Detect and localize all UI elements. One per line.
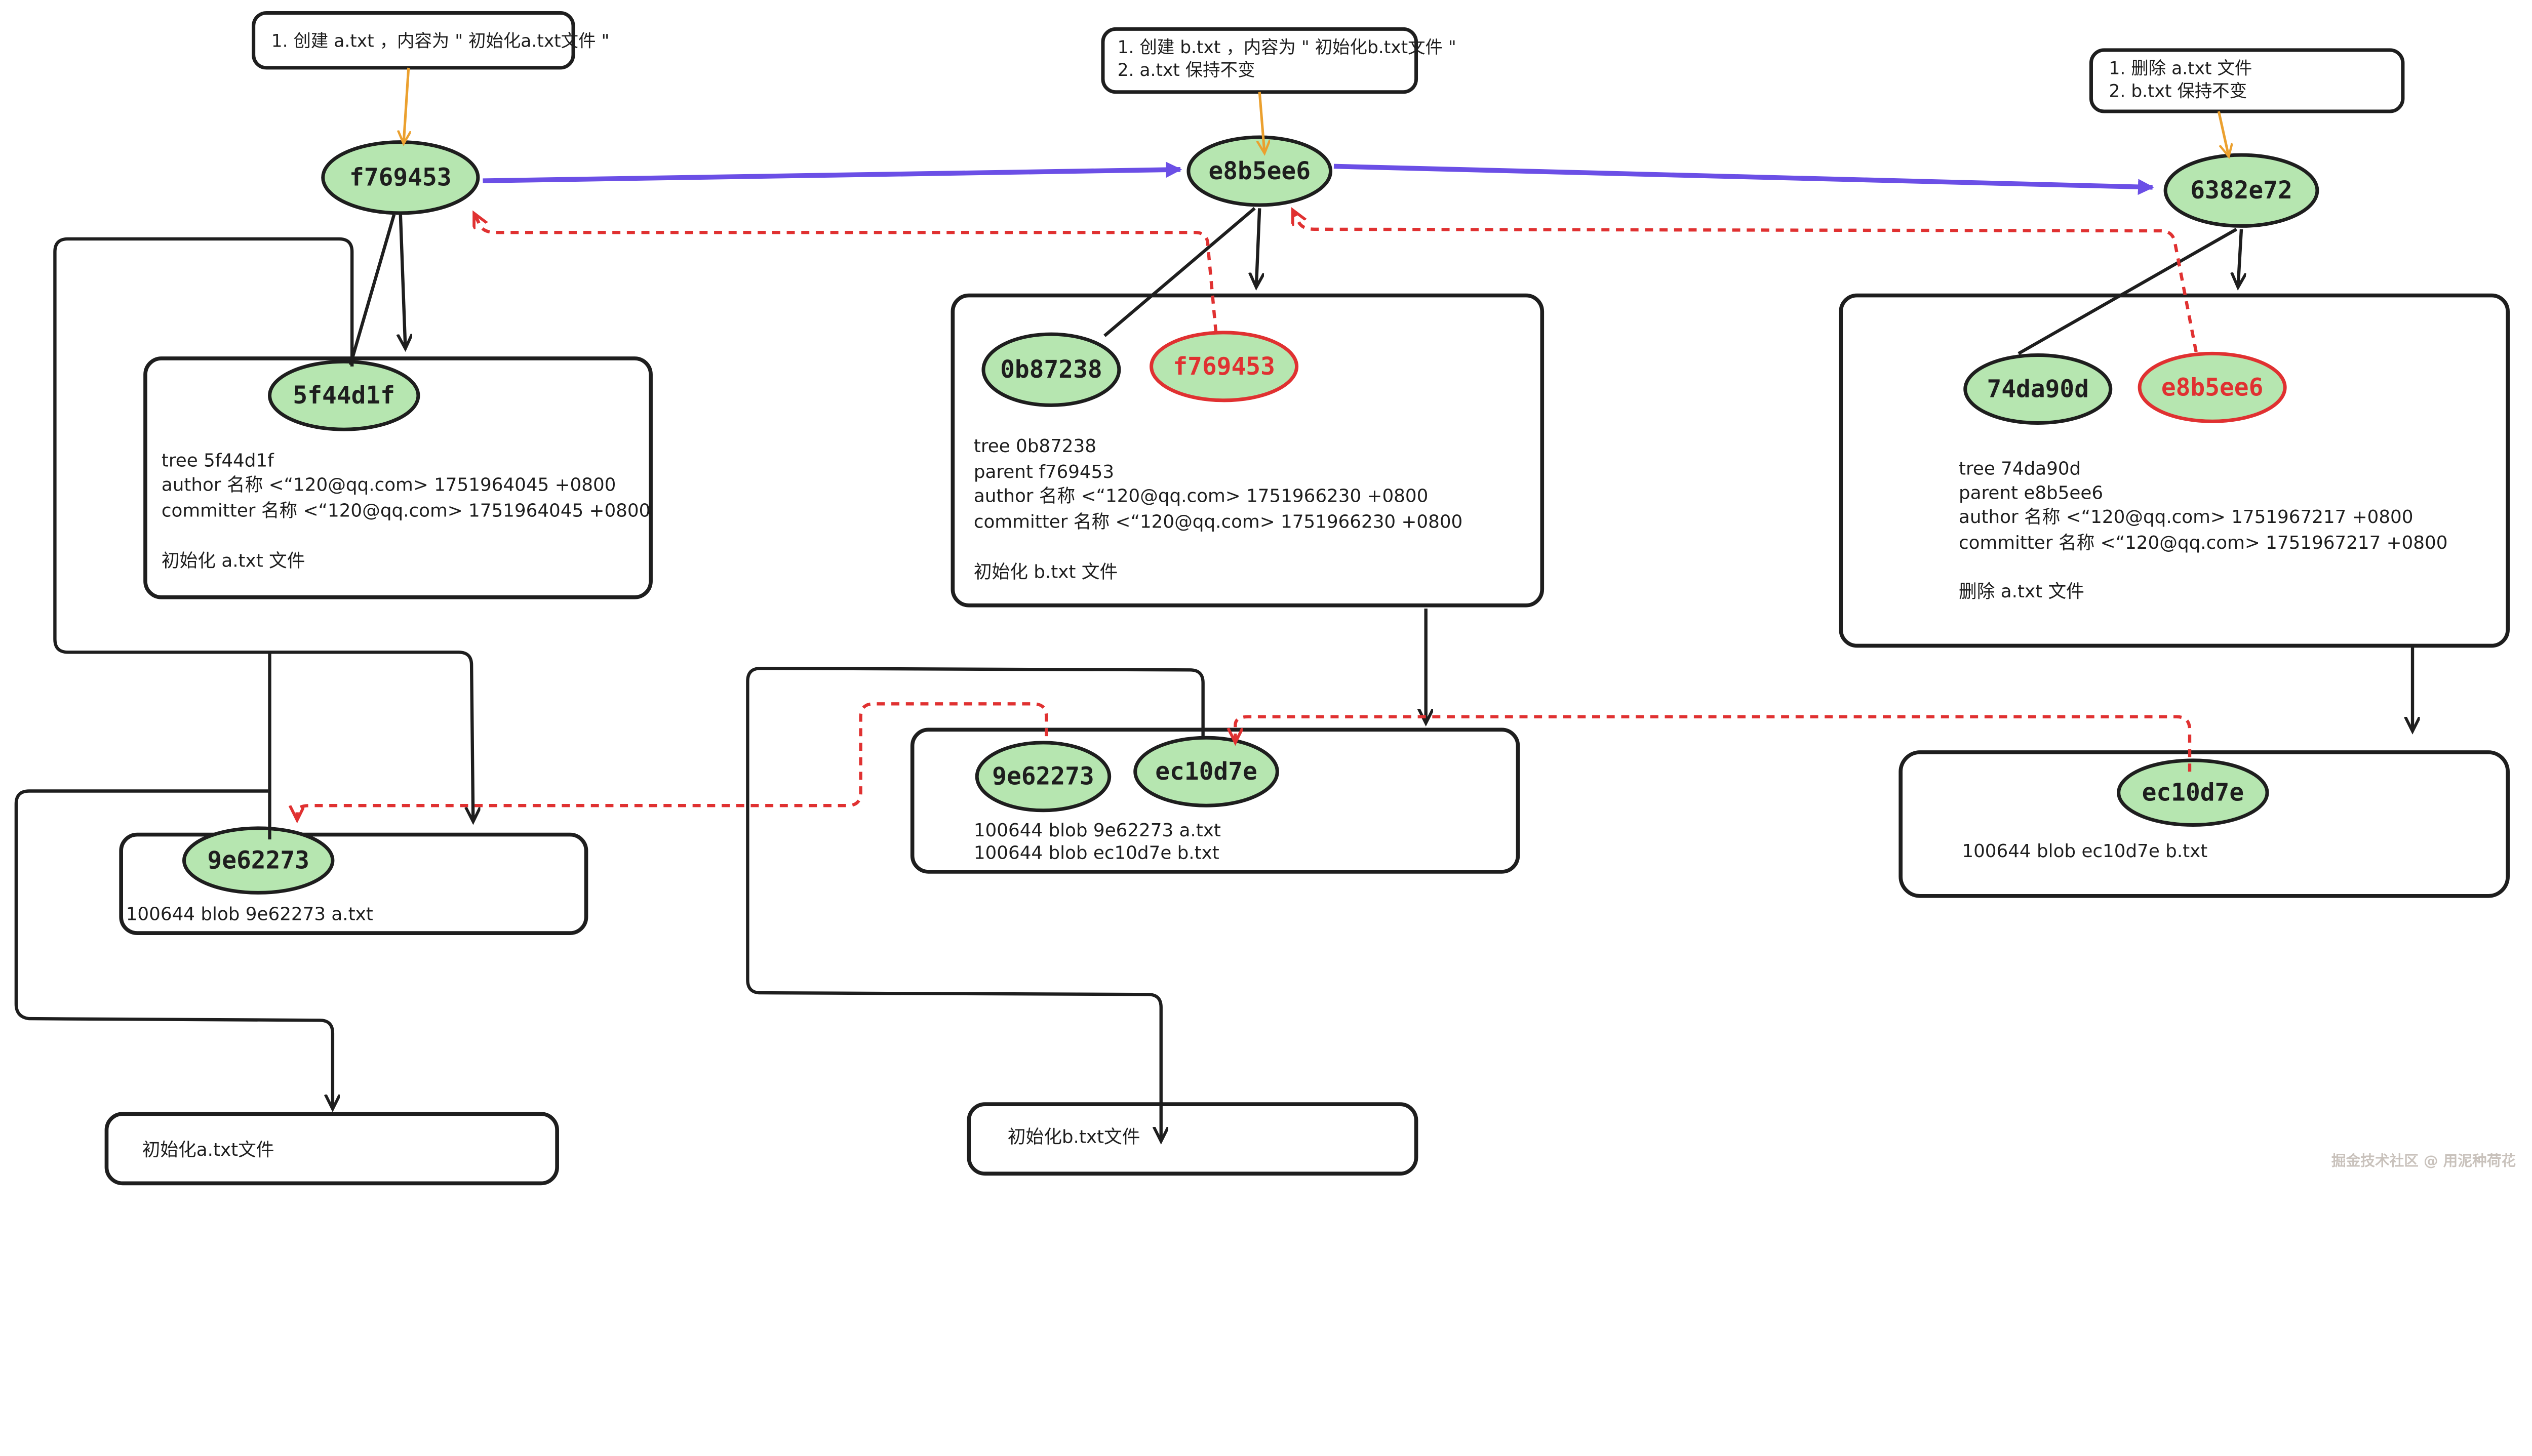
blob-b-content-box (967, 1102, 1418, 1176)
note-box (252, 11, 575, 70)
loop-blob-ec10d7e-to-content-b (746, 666, 1205, 1140)
commit2-details: tree 0b87238 parent f769453 author 名称 <“… (974, 436, 1462, 583)
commit-node-6382e72: 6382e72 (2163, 153, 2319, 228)
blob-b-content: 初始化b.txt文件 (1008, 1127, 1140, 1148)
git-objects-diagram: 1. 创建 a.txt ，内容为 " 初始化a.txt文件 " 1. 创建 b.… (14, 11, 2516, 1186)
blob-hash: ec10d7e (1155, 758, 1257, 786)
note-box (2089, 48, 2405, 113)
commit-line: parent f769453 (974, 462, 1114, 482)
line-e8b5ee6-to-commit2-box (1256, 208, 1259, 286)
tree-node-0b87238: 0b87238 (981, 332, 1121, 407)
commit-line: parent e8b5ee6 (1959, 482, 2103, 503)
blob-node-ec10d7e-right: ec10d7e (2117, 758, 2269, 827)
commit-line: author 名称 <“120@qq.com> 1751967217 +0800 (1959, 507, 2413, 528)
note1-arrow (404, 67, 409, 142)
commit-line: committer 名称 <“120@qq.com> 1751967217 +0… (1959, 533, 2447, 553)
note-line: 1. 创建 a.txt ，内容为 " 初始化a.txt文件 " (271, 31, 610, 51)
tree-right-entry: 100644 blob ec10d7e b.txt (1962, 841, 2207, 862)
note2-arrow (1259, 92, 1264, 152)
parent-ref-node-e8b5ee6: e8b5ee6 (2138, 351, 2287, 423)
blob-node-9e62273-mid: 9e62273 (975, 741, 1112, 813)
arrow-f769453-to-e8b5ee6 (483, 161, 1182, 183)
note-line: 2. b.txt 保持不变 (2109, 81, 2247, 101)
commit1-details: tree 5f44d1f author 名称 <“120@qq.com> 175… (162, 451, 650, 572)
tree-mid-entry-b: 100644 blob ec10d7e b.txt (974, 842, 1219, 863)
note-line: 1. 删除 a.txt 文件 (2109, 59, 2252, 79)
commit-line: author 名称 <“120@qq.com> 1751964045 +0800 (162, 474, 616, 495)
arrow-e8b5ee6-to-6382e72 (1333, 164, 2154, 195)
note-line: 1. 创建 b.txt ，内容为 " 初始化b.txt文件 " (1118, 37, 1456, 58)
commit-line: committer 名称 <“120@qq.com> 1751964045 +0… (162, 500, 650, 521)
line-6382e72-to-tree-74da90d (2017, 228, 2238, 355)
commit-line: committer 名称 <“120@qq.com> 1751966230 +0… (974, 512, 1462, 533)
note-line: 2. a.txt 保持不变 (1118, 60, 1255, 80)
commit3-object-box (1839, 293, 2510, 648)
watermark: 掘金技术社区 @ 用泥种荷花 (2331, 1152, 2516, 1169)
tree-node-5f44d1f: 5f44d1f (268, 359, 420, 431)
commit-node-f769453: f769453 (321, 140, 480, 215)
line-e8b5ee6-to-tree-0b87238 (1103, 207, 1256, 337)
ref-blob-9e62273-mid-to-left (297, 702, 1048, 818)
commit-line: tree 5f44d1f (162, 451, 274, 471)
loop-blob-9e62273-to-content-a (14, 789, 333, 1108)
commit-hash: 6382e72 (2190, 177, 2292, 205)
commit-message: 初始化 a.txt 文件 (162, 550, 305, 571)
blob-node-ec10d7e-mid: ec10d7e (1133, 736, 1279, 807)
commit-message: 删除 a.txt 文件 (1959, 581, 2084, 602)
tree-node-74da90d: 74da90d (1963, 353, 2113, 425)
blob-a-content: 初始化a.txt文件 (142, 1140, 274, 1160)
ref-parent-e8b5ee6-to-commit-e8b5ee6 (1293, 212, 2198, 352)
blob-hash: 9e62273 (992, 763, 1094, 791)
blob-hash: 9e62273 (207, 847, 309, 875)
commit-line: author 名称 <“120@qq.com> 1751966230 +0800 (974, 486, 1428, 507)
loop-5f44d1f-to-tree-left-box (53, 237, 473, 820)
commit-node-e8b5ee6: e8b5ee6 (1186, 135, 1333, 207)
line-f769453-to-commit1-box (401, 214, 406, 347)
parent-ref-node-f769453: f769453 (1150, 331, 1299, 402)
ref-parent-f769453-to-commit-f769453 (475, 215, 1218, 333)
tree-hash: 5f44d1f (293, 382, 395, 410)
line-6382e72-to-commit3-box (2238, 229, 2241, 286)
blob-a-content-box (104, 1112, 559, 1186)
tree-left-entry: 100644 blob 9e62273 a.txt (126, 904, 373, 925)
tree-mid-entry-a: 100644 blob 9e62273 a.txt (974, 820, 1221, 841)
blob-hash: ec10d7e (2142, 779, 2244, 807)
tree-hash: 0b87238 (1000, 356, 1102, 384)
commit-line: tree 0b87238 (974, 436, 1096, 457)
ref-blob-ec10d7e-right-to-mid (1235, 715, 2192, 772)
blob-node-9e62273-left: 9e62273 (182, 826, 335, 895)
commit-hash: e8b5ee6 (1208, 157, 1311, 185)
line-f769453-to-tree-5f44d1f (348, 214, 396, 366)
commit-hash: f769453 (349, 164, 452, 192)
tree-hash: 74da90d (1987, 375, 2089, 403)
commit3-details: tree 74da90d parent e8b5ee6 author 名称 <“… (1959, 459, 2447, 602)
commit-message: 初始化 b.txt 文件 (974, 562, 1118, 583)
commit-line: tree 74da90d (1959, 459, 2081, 479)
note-delete-a: 1. 删除 a.txt 文件 2. b.txt 保持不变 (2089, 48, 2405, 113)
commit1-object-box (143, 356, 653, 599)
parent-ref-hash: e8b5ee6 (2161, 374, 2264, 401)
note-create-a: 1. 创建 a.txt ，内容为 " 初始化a.txt文件 " (252, 11, 610, 70)
note-create-b: 1. 创建 b.txt ，内容为 " 初始化b.txt文件 " 2. a.txt… (1101, 27, 1456, 94)
parent-ref-hash: f769453 (1173, 353, 1275, 381)
note3-arrow (2217, 111, 2228, 155)
